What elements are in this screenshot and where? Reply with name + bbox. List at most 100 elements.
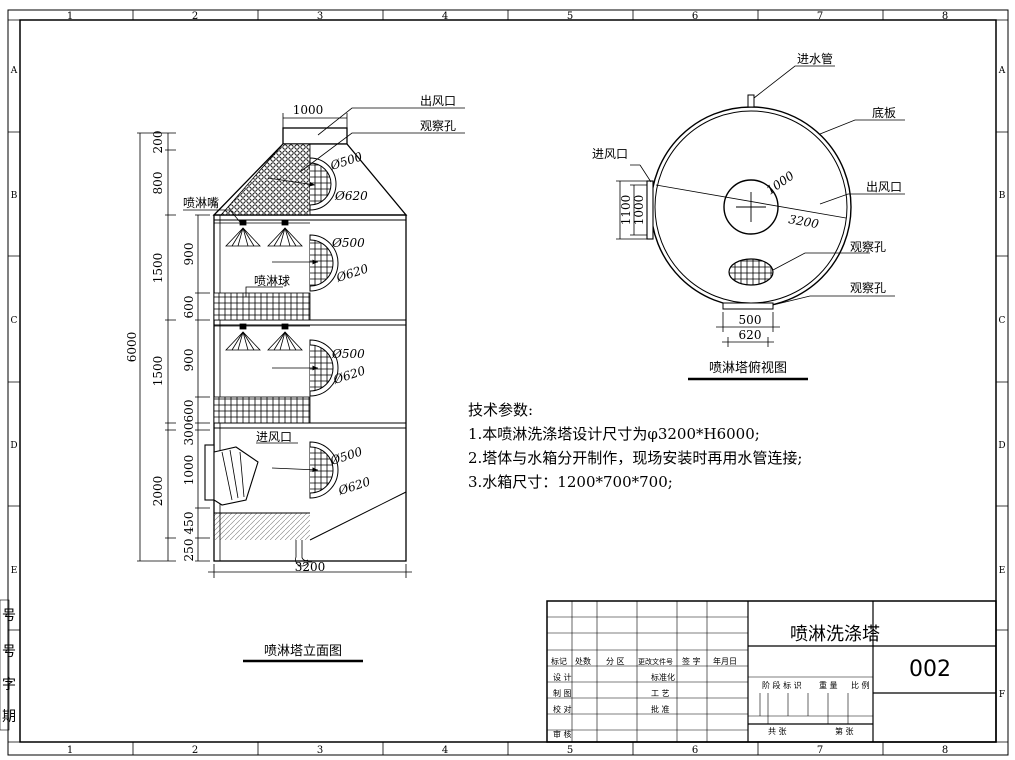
- col-label-bottom-7: 7: [817, 745, 823, 756]
- side-label-1: 号: [2, 608, 16, 624]
- frame-column-labels: 1 2 3 4 5 6 7 8 1 2 3 4 5 6 7 8: [67, 11, 948, 756]
- dim-600-a: 600: [182, 296, 196, 319]
- elevation-view: 6000 200 800 1500 1500 2000 900 600 900 …: [125, 94, 465, 663]
- col-label-top-3: 3: [317, 11, 323, 22]
- plan-leaders: [616, 65, 905, 347]
- port-4-outer: Ø620: [336, 474, 373, 498]
- port-3-inner: Ø500: [331, 347, 365, 361]
- tb-drawing-number: 002: [909, 657, 951, 682]
- specs-line-1: 1.本喷淋洗涤塔设计尺寸为φ3200*H6000;: [468, 425, 760, 443]
- tb-header-count: 处数: [575, 656, 591, 666]
- tb-drawing-name: 喷淋洗涤塔: [790, 624, 880, 645]
- spray-nozzles: [214, 219, 310, 351]
- plan-label-outlet: 出风口: [866, 180, 902, 194]
- label-inspection: 观察孔: [420, 119, 456, 133]
- dim-250: 250: [182, 539, 196, 562]
- col-label-bottom-4: 4: [442, 745, 448, 756]
- top-width-dim: [282, 113, 348, 128]
- tb-standard: 标准化: [651, 672, 675, 682]
- dim-total-height: 6000: [125, 332, 139, 363]
- tb-sheet-no: 第 张: [835, 726, 854, 736]
- port-dimension-texts: Ø500 Ø620 Ø500 Ø620 Ø500 Ø620 Ø500 Ø620: [328, 149, 373, 498]
- col-label-bottom-6: 6: [692, 745, 698, 756]
- port-2-outer: Ø620: [334, 261, 371, 285]
- plan-dim-1000-b: 1000: [764, 168, 797, 197]
- specs-line-2: 2.塔体与水箱分开制作，现场安装时再用水管连接;: [468, 449, 802, 467]
- tb-header-mark: 标记: [551, 656, 567, 666]
- tb-header-zone: 分 区: [606, 657, 625, 666]
- plan-label-inspection-2: 观察孔: [850, 281, 886, 295]
- port-leaders: [267, 177, 319, 473]
- row-label-right-f: F: [999, 690, 1005, 700]
- packing-layer-1: [213, 292, 311, 321]
- dim-1000: 1000: [182, 455, 196, 486]
- tb-sheet-total: 共 张: [768, 727, 787, 736]
- row-label-left-b: B: [11, 191, 18, 201]
- title-block: [546, 600, 997, 743]
- drain-pipe: [295, 540, 312, 567]
- plan-label-inlet: 进风口: [592, 147, 628, 161]
- plan-title: 喷淋塔俯视图: [709, 360, 787, 376]
- tb-scale: 比 例: [851, 680, 870, 690]
- elevation-leaders: [183, 107, 465, 444]
- plan-label-water-pipe: 进水管: [797, 51, 833, 66]
- dim-bottom-width: 3200: [295, 560, 326, 574]
- row-label-right-a: A: [998, 66, 1006, 76]
- tb-check: 校 对: [553, 704, 572, 714]
- col-label-top-2: 2: [192, 11, 198, 22]
- plan-dim-500: 500: [739, 313, 762, 327]
- tb-review: 审 核: [553, 729, 572, 739]
- col-label-bottom-2: 2: [192, 745, 198, 756]
- inlet-duct: [204, 444, 259, 506]
- row-label-left-c: C: [11, 316, 18, 326]
- row-label-left-e: E: [11, 566, 18, 576]
- plan-inlet-flange: [646, 180, 654, 240]
- tb-header-date: 年月日: [713, 656, 737, 666]
- tb-process: 工 艺: [651, 689, 670, 698]
- port-4-inner: Ø500: [328, 444, 365, 468]
- label-nozzle: 喷淋嘴: [183, 196, 219, 210]
- col-label-top-4: 4: [442, 11, 448, 22]
- technical-specs: 技术参数: 1.本喷淋洗涤塔设计尺寸为φ3200*H6000; 2.塔体与水箱分…: [468, 401, 802, 491]
- col-label-bottom-1: 1: [67, 745, 73, 756]
- row-label-left-d: D: [10, 441, 17, 451]
- hood-mesh: [220, 143, 311, 216]
- plan-water-pipe: [747, 94, 755, 108]
- dim-900-b: 900: [182, 349, 196, 372]
- plan-base-plate: [722, 302, 774, 310]
- plan-dim-3200: 3200: [787, 212, 820, 231]
- title-block-texts: 标记 处数 分 区 更改文件号 签 字 年月日 设 计 标准化 制 图 工 艺 …: [551, 656, 870, 739]
- dim-300: 300: [182, 423, 196, 446]
- dim-200: 200: [151, 131, 165, 154]
- plan-dim-1000-a: 1000: [632, 195, 646, 226]
- water-tank-slope: [309, 491, 407, 541]
- col-label-top-1: 1: [67, 11, 73, 22]
- tb-header-sign: 签 字: [682, 656, 701, 666]
- inspection-ports: [309, 157, 339, 499]
- plan-label-base-plate: 底板: [872, 105, 896, 120]
- dim-800: 800: [151, 172, 165, 195]
- side-label-4: 期: [2, 709, 16, 725]
- dim-top-width: 1000: [293, 103, 324, 117]
- col-label-bottom-3: 3: [317, 745, 323, 756]
- port-1-outer: Ø620: [334, 189, 368, 203]
- tb-header-doc: 更改文件号: [638, 657, 673, 666]
- label-outlet: 出风口: [420, 94, 456, 108]
- plan-outlet-circle: [723, 179, 779, 235]
- dim-900-a: 900: [182, 243, 196, 266]
- tb-weight: 重 量: [819, 680, 838, 690]
- plan-label-inspection-1: 观察孔: [850, 240, 886, 254]
- elevation-title: 喷淋塔立面图: [264, 644, 342, 659]
- dim-600-b: 600: [182, 400, 196, 423]
- specs-line-3: 3.水箱尺寸：1200*700*700;: [468, 473, 673, 491]
- row-label-right-d: D: [998, 441, 1005, 451]
- packing-layer-2: [213, 396, 311, 424]
- outlet-collar: [282, 127, 348, 145]
- col-label-bottom-5: 5: [567, 745, 573, 756]
- tb-approve: 批 准: [651, 704, 670, 714]
- plan-view: 进水管 底板 进风口 出风口 观察孔 观察孔 1100 1000 1000 32…: [592, 51, 905, 381]
- elevation-dim-texts: 6000 200 800 1500 1500 2000 900 600 900 …: [125, 131, 196, 562]
- side-label-3: 字: [2, 677, 16, 693]
- dim-1500-b: 1500: [151, 356, 165, 387]
